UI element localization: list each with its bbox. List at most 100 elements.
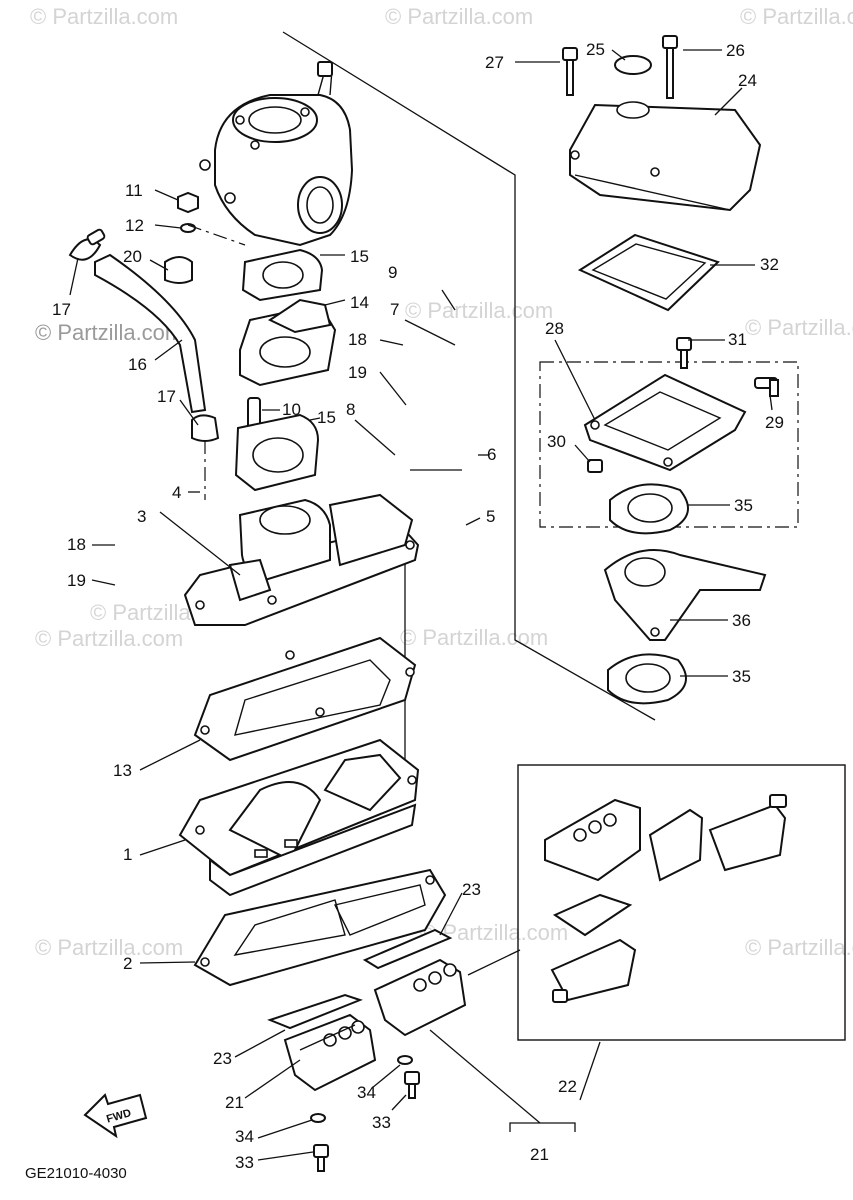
callout-23-right: 23 [462,880,481,899]
watermark: © Partzilla.com [740,4,853,29]
callout-27: 27 [485,53,504,72]
callout-6: 6 [487,445,496,464]
callout-33-left: 33 [235,1153,254,1172]
hose-clamp-bottom [191,414,220,442]
watermark: © Partzilla.com [385,4,533,29]
reed-kit-housing [544,798,641,882]
callout-18-upper: 18 [348,330,367,349]
watermark: © Partzilla.com [745,315,853,340]
reed-kit-box [517,764,846,1041]
diagram-code: GE21010-4030 [25,1165,127,1182]
callout-15-lower: 15 [317,408,336,427]
callout-19-lower: 19 [67,571,86,590]
callout-33-right: 33 [372,1113,391,1132]
watermark: © Partzilla.com [35,935,183,960]
cover-gasket [577,233,720,312]
flame-arrester [583,373,747,472]
callout-18-lower: 18 [67,535,86,554]
callout-14: 14 [350,293,369,312]
reed-valve-right [362,928,467,1037]
callout-16: 16 [128,355,147,374]
callout-24: 24 [738,71,757,90]
carburetor-assembly [199,61,354,247]
reed-kit-plate [552,893,633,937]
callout-1: 1 [123,845,132,864]
callout-13: 13 [113,761,132,780]
callout-20: 20 [123,247,142,266]
gasket-35-upper [609,483,689,535]
callout-34-right: 34 [357,1083,376,1102]
reed-valve-left [267,993,377,1092]
bolt-part [662,35,678,99]
callout-5: 5 [486,507,495,526]
callout-35-upper: 35 [734,496,753,515]
callout-15-upper: 15 [350,247,369,266]
callout-11: 11 [125,181,143,200]
callout-30: 30 [547,432,566,451]
cap-part [614,55,652,75]
callout-23-left: 23 [213,1049,232,1068]
callout-28: 28 [545,319,564,338]
clip-part [164,256,193,284]
callout-31: 31 [728,330,747,349]
callout-22: 22 [558,1077,577,1096]
callout-26: 26 [726,41,745,60]
callout-29: 29 [765,413,784,432]
callout-4: 4 [172,483,181,502]
clamp-tab [86,228,106,246]
leader-lines [69,49,773,1161]
callout-17-top: 17 [52,300,71,319]
kit-screw [552,989,568,1003]
manifold-gasket [193,636,417,762]
watermark: © Partzilla.com [405,298,553,323]
gasket-lower [234,413,320,492]
air-box-cover [569,101,762,212]
callout-9: 9 [388,263,397,282]
bolt-part [562,47,578,96]
callout-36: 36 [732,611,751,630]
screw-part [404,1071,420,1099]
fuel-hose [94,253,207,414]
guide-dash [187,224,246,246]
callout-17-bottom: 17 [157,387,176,406]
callout-7: 7 [390,300,399,319]
callout-32: 32 [760,255,779,274]
reed-valve-housing [178,738,420,897]
reed-kit-stopper [648,808,704,882]
screw-part [313,1144,329,1172]
callout-25: 25 [586,40,605,59]
kit-screw [769,794,787,808]
callout-34-left: 34 [235,1127,254,1146]
watermark: © Partzilla.com [745,935,853,960]
nut-part [177,191,199,214]
callout-35-lower: 35 [732,667,751,686]
plug-part [587,459,603,473]
washer-part [310,1113,326,1123]
callout-21-left: 21 [225,1093,244,1112]
callout-21-right: 21 [530,1145,549,1164]
bracket-36 [603,549,767,641]
intake-manifold [183,493,420,626]
callout-19-upper: 19 [348,363,367,382]
watermark: © Partzilla.com [35,626,183,651]
forward-arrow-icon: FWD [83,1093,148,1139]
washer-part [397,1055,413,1065]
callout-3: 3 [137,507,146,526]
callout-10: 10 [282,400,301,419]
callout-12: 12 [125,216,144,235]
watermark: © Partzilla.com [400,625,548,650]
carburetor-holder [239,298,337,387]
gasket-upper [241,248,324,302]
watermark: © Partzilla.com [35,320,183,345]
watermark: © Partzilla.com [30,4,178,29]
reed-housing-gasket [193,868,447,987]
bolt-part [676,337,692,369]
reed-kit-petal [708,803,787,872]
assembly-outline-line [282,31,656,721]
fitting-part [754,377,779,397]
callout-2: 2 [123,954,132,973]
gasket-35-lower [607,653,687,705]
callout-8: 8 [346,400,355,419]
